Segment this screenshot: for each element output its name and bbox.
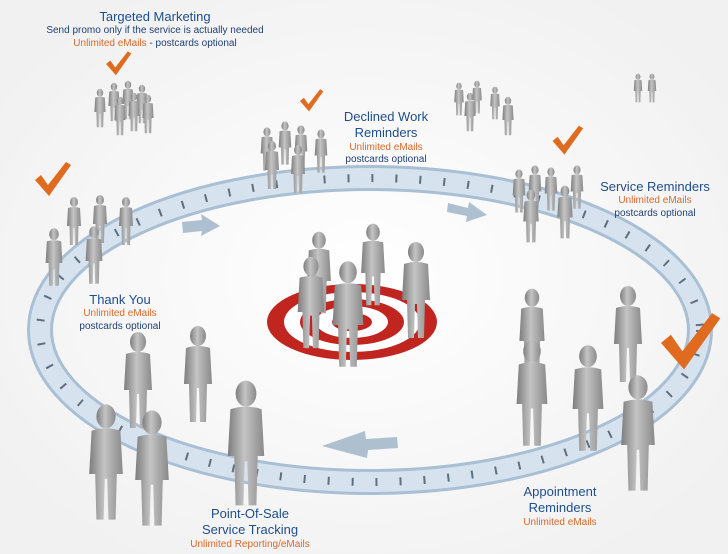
segment-title: Service Tracking	[201, 522, 299, 538]
segment-postcard-note: postcards optional	[79, 320, 161, 332]
label-point-of-sale: Point-Of-Sale Service Tracking Unlimited…	[180, 506, 320, 551]
segment-title: Declined Work	[343, 109, 429, 124]
label-appointment-reminders: Appointment Reminders Unlimited eMails	[510, 484, 610, 529]
label-thank-you: Thank You Unlimited eMails postcards opt…	[60, 292, 180, 333]
segment-postcard-note: postcards optional	[614, 207, 696, 219]
segment-title: Reminders	[528, 500, 592, 516]
segment-title: Targeted Marketing	[99, 9, 211, 24]
segment-title: Appointment	[523, 484, 597, 499]
segment-postcard-note: postcards optional	[345, 154, 427, 165]
segment-email-note: Unlimited eMails	[618, 195, 692, 207]
label-declined-work: Declined Work Reminders Unlimited eMails…	[326, 109, 446, 167]
segment-email-note: Unlimited Reporting/eMails	[190, 538, 310, 550]
segment-title: Point-Of-Sale	[210, 506, 290, 521]
segment-title: Thank You	[89, 292, 151, 307]
arrow-icon	[322, 431, 398, 458]
segment-email-note: Unlimited eMails	[349, 141, 423, 153]
segment-email-note: Unlimited eMails	[83, 308, 157, 320]
segment-email-note: Unlimited eMails	[73, 37, 147, 49]
segment-title: Reminders	[354, 125, 418, 141]
arrow-icon	[182, 214, 220, 236]
arrow-icon	[447, 202, 487, 222]
segment-postcard-note: - postcards optional	[146, 37, 237, 49]
label-service-reminders: Service Reminders Unlimited eMails postc…	[590, 179, 720, 220]
label-targeted-marketing: Targeted Marketing Send promo only if th…	[30, 9, 280, 50]
segment-email-note: Unlimited eMails	[523, 516, 597, 528]
segment-description: Send promo only if the service is actual…	[46, 25, 264, 37]
segment-title: Service Reminders	[600, 179, 710, 194]
